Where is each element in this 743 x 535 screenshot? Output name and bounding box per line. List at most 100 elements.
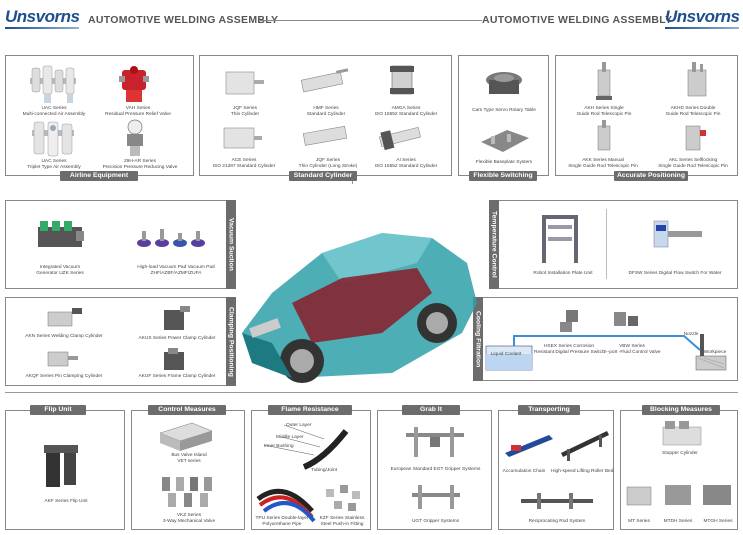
tab-flame-resistance[interactable]: Flame Resistance [268, 405, 352, 415]
page-title-left: AUTOMOTIVE WELDING ASSEMBLY [88, 14, 279, 26]
multi-connected-air-assembly-image[interactable] [28, 64, 78, 106]
tab-clamping-positioning[interactable]: Clamping Positioning [226, 297, 236, 386]
egt-gripper-image[interactable] [402, 423, 468, 463]
akhd-pin-image[interactable] [680, 60, 714, 104]
inner-bushing-label: Inner Bushing [264, 444, 294, 449]
grab-it-panel: European Standard EGT Gripper Systems UG… [377, 410, 492, 530]
header-divider [260, 20, 482, 21]
tab-cooling-filtration[interactable]: Cooling Filtration [473, 297, 483, 381]
hmf-standard-cylinder-image[interactable] [298, 68, 354, 98]
akqf-clamp-image[interactable] [42, 346, 82, 372]
flame-tubing-diagram [256, 424, 360, 523]
ace-cylinder-image[interactable] [220, 122, 264, 154]
dfsw-flow-switch-image[interactable] [648, 215, 708, 255]
mtgh-series-label: MTGH Series [703, 519, 733, 524]
liquid-coolant-label: Liquid Coolant [490, 352, 522, 357]
clamping-positioning-panel: AKN Series Welding Clamp Cylinder AKUS S… [5, 297, 236, 386]
akus-label: AKUS Series Power Clamp Cylinder [138, 336, 216, 341]
temperature-control-panel: Robot Installation Plate Unit DFSW Serie… [489, 200, 738, 289]
precision-pressure-reducing-valve-image[interactable] [120, 118, 150, 158]
stopper-cylinder-image[interactable] [659, 417, 705, 449]
uzk-vacuum-generator-image[interactable] [34, 215, 90, 255]
reciprocating-rod-image[interactable] [517, 485, 597, 515]
tab-flip-unit[interactable]: Flip Unit [30, 405, 86, 415]
tab-vacuum-suction[interactable]: Vacuum Suction [226, 200, 236, 289]
tab-airline-equipment[interactable]: Airline Equipment [60, 171, 138, 181]
brand-logo-left: Unsvorns [5, 7, 80, 29]
dfsw-label: DFSW Series Digital Flow Switch For Wate… [628, 271, 722, 276]
akuf-label: AKUF Series Frame Clamp Cylinder [138, 374, 216, 379]
tab-control-measures[interactable]: Control Measures [148, 405, 226, 415]
stopper-cylinder-label: Stopper Cylinder [662, 451, 698, 456]
vet-valve-island-image[interactable] [156, 419, 216, 453]
mtdh-series-label: MTDH Series [663, 519, 693, 524]
ai-cylinder-image[interactable] [376, 118, 432, 156]
accumulation-chain-image[interactable] [503, 425, 611, 465]
akl-pin-image[interactable] [680, 118, 710, 158]
flexible-baseplate-image[interactable] [477, 124, 533, 156]
flexible-baseplate-label: Flexible Baseplate System [475, 160, 533, 165]
flame-resistance-panel: Outer Layer Middle Layer Inner Bushing T… [251, 410, 371, 530]
workpiece-label: Workpiece [703, 350, 727, 355]
tab-transporting[interactable]: Transporting [518, 405, 580, 415]
blocking-series-image[interactable] [623, 481, 737, 511]
akus-clamp-image[interactable] [156, 304, 192, 334]
jqf-long-stroke-image[interactable] [300, 122, 356, 152]
akk-pin-image[interactable] [592, 118, 616, 158]
tab-standard-cylinder[interactable]: Standard Cylinder [289, 171, 357, 181]
robot-installation-plate-image[interactable] [536, 211, 586, 265]
cam-rotary-table-image[interactable] [481, 66, 527, 102]
akh-pin-image[interactable] [592, 60, 616, 104]
akqf-label: AKQF Series Pin Clamping Cylinder [25, 374, 103, 379]
page-title-right: AUTOMOTIVE WELDING ASSEMBLY [482, 14, 673, 26]
robot-plate-label: Robot Installation Plate Unit [533, 271, 593, 276]
reciprocating-rod-label: Reciprocating Rod System [528, 519, 586, 524]
residual-pressure-relief-valve-image[interactable] [116, 64, 152, 106]
akf-label: AKF Series Flip Unit [44, 499, 88, 504]
ugt-gripper-image[interactable] [408, 479, 464, 515]
nozzle-label: Nozzle [683, 332, 699, 337]
tab-accurate-positioning[interactable]: Accurate Positioning [614, 171, 688, 181]
akn-clamp-image[interactable] [42, 304, 86, 332]
vacuum-pad-image[interactable] [134, 223, 214, 253]
car-cutaway-image [242, 233, 477, 383]
jqf-thin-cylinder-image[interactable] [222, 66, 266, 100]
tab-flexible-switching[interactable]: Flexible Switching [469, 171, 537, 181]
ugt-label: UGT Gripper Systems [411, 519, 460, 524]
triplet-air-assembly-image[interactable] [30, 120, 76, 160]
amga-cylinder-image[interactable] [382, 62, 422, 102]
tab-grab-it[interactable]: Grab It [402, 405, 460, 415]
akuf-clamp-image[interactable] [158, 346, 192, 374]
tab-blocking-measures[interactable]: Blocking Measures [642, 405, 720, 415]
vkz-valve-image[interactable] [158, 473, 222, 509]
akf-flip-unit-image[interactable] [38, 441, 86, 493]
lifting-roller-bed-label: High-speed Lifting Roller Bed [551, 469, 614, 474]
tab-temperature-control[interactable]: Temperature Control [489, 200, 499, 289]
blocking-measures-panel: Stopper Cylinder MT Series MTDH Series M… [620, 410, 738, 530]
